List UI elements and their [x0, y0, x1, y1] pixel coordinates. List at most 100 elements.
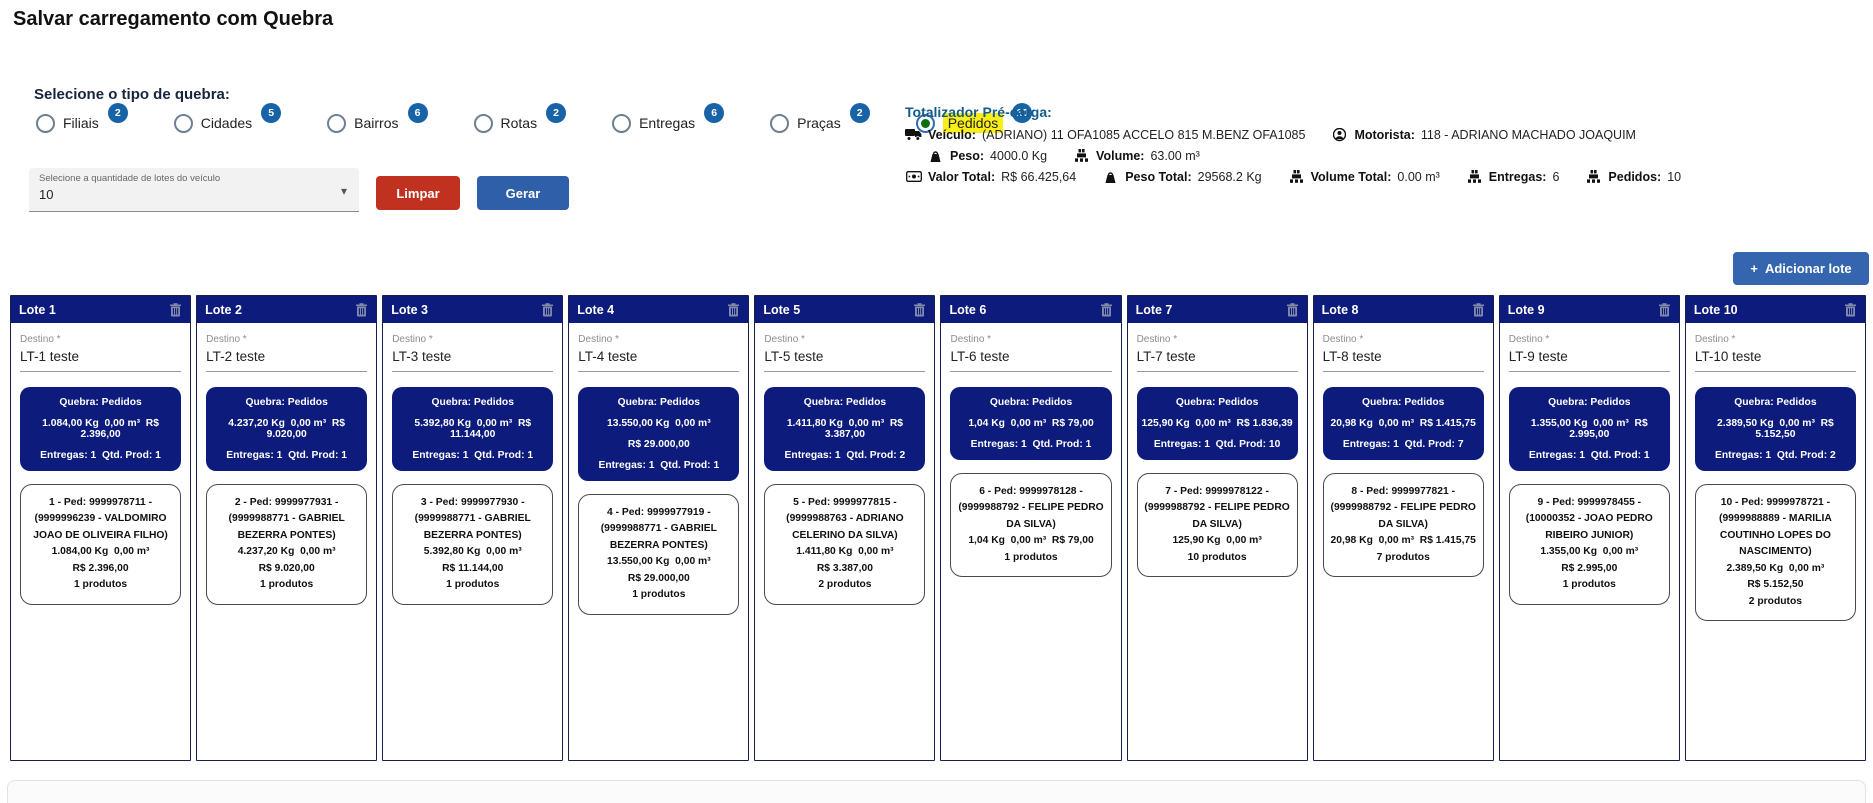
total-item-label: Volume Total:	[1310, 169, 1392, 184]
order-line: 1,04 Kg 0,00 m³ R$ 79,00	[968, 535, 1094, 547]
total-item-value: 63.00 m³	[1150, 148, 1200, 163]
quebra-radio-option[interactable]: Rotas 2	[473, 103, 567, 133]
destino-input[interactable]: LT-8 teste	[1322, 349, 1484, 372]
total-item-value: 4000.0 Kg	[990, 148, 1048, 163]
destino-input[interactable]: LT-7 teste	[1136, 349, 1298, 372]
radio-button[interactable]	[173, 113, 193, 133]
lot-summary-line: Entregas: 1 Qtd. Prod: 2	[784, 450, 906, 461]
quebra-radio-option[interactable]: Praças 2	[770, 103, 870, 133]
order-line: 1.355,00 Kg 0,00 m³	[1540, 546, 1639, 558]
lot-summary-line: Quebra: Pedidos	[617, 397, 701, 408]
radio-button[interactable]	[612, 113, 632, 133]
radio-label: Bairros	[354, 115, 399, 131]
trash-icon[interactable]	[1658, 302, 1671, 317]
lot-header: Lote 3	[383, 296, 563, 323]
total-item: Motorista: 118 - ADRIANO MACHADO JOAQUIM	[1331, 127, 1636, 142]
trash-icon[interactable]	[1100, 302, 1113, 317]
total-item: Volume Total: 0.00 m³	[1288, 169, 1440, 184]
limpar-button[interactable]: Limpar	[376, 176, 460, 210]
trash-icon[interactable]	[913, 302, 926, 317]
total-item-value: 0.00 m³	[1397, 169, 1440, 184]
radio-button[interactable]	[770, 113, 790, 133]
weight-icon	[927, 148, 944, 163]
count-badge: 6	[704, 103, 725, 123]
driver-icon	[1331, 127, 1348, 142]
order-card[interactable]: 6 - Ped: 9999978128 - (9999988792 - FELI…	[950, 473, 1112, 578]
trash-icon[interactable]	[1472, 302, 1485, 317]
order-card[interactable]: 1 - Ped: 9999978711 - (9999996239 - VALD…	[20, 484, 182, 605]
total-item-label: Valor Total:	[928, 169, 996, 184]
lot-summary-line: Quebra: Pedidos	[989, 397, 1073, 408]
lot-summary: Quebra: Pedidos 2.389,50 Kg 0,00 m³ R$ 5.…	[1694, 387, 1856, 471]
trash-icon[interactable]	[169, 302, 182, 317]
destino-input[interactable]: LT-1 teste	[20, 349, 182, 372]
quebra-radio-option[interactable]: Cidades 5	[173, 103, 282, 133]
lot-card: Lote 6 Destino * LT-6 teste Quebra: Pedi…	[940, 295, 1122, 761]
lot-header: Lote 4	[569, 296, 749, 323]
radio-button[interactable]	[327, 113, 347, 133]
lot-summary-line: 2.389,50 Kg 0,00 m³ R$ 5.152,50	[1717, 418, 1834, 440]
order-card[interactable]: 2 - Ped: 9999977931 - (9999988771 - GABR…	[206, 484, 368, 605]
lot-title: Lote 7	[1135, 302, 1173, 317]
order-card[interactable]: 5 - Ped: 9999977815 - (9999988763 - ADRI…	[764, 484, 926, 605]
order-card[interactable]: 9 - Ped: 9999978455 - (10000352 - JOAO P…	[1508, 484, 1670, 605]
order-line: 3 - Ped: 9999977930 - (9999988771 - GABR…	[414, 497, 531, 541]
destino-input[interactable]: LT-5 teste	[764, 349, 926, 372]
quebra-radio-option[interactable]: Bairros 6	[327, 103, 428, 133]
adicionar-lote-button[interactable]: + Adicionar lote	[1733, 252, 1869, 285]
lot-header: Lote 7	[1127, 296, 1307, 323]
trash-icon[interactable]	[1286, 302, 1299, 317]
order-line: 1 produtos	[1004, 551, 1058, 563]
gerar-button[interactable]: Gerar	[477, 176, 569, 210]
volume-icon	[1288, 169, 1305, 184]
trash-icon[interactable]	[1844, 302, 1857, 317]
destino-input[interactable]: LT-4 teste	[578, 349, 740, 372]
order-card[interactable]: 8 - Ped: 9999977821 - (9999988792 - FELI…	[1322, 473, 1484, 578]
order-line: 1 produtos	[73, 579, 128, 591]
destino-input[interactable]: LT-2 teste	[206, 349, 368, 372]
destino-input[interactable]: LT-6 teste	[950, 349, 1112, 372]
volume-icon	[1073, 148, 1090, 163]
weight-icon	[1102, 169, 1119, 184]
radio-label: Praças	[797, 115, 841, 131]
lot-quantity-select[interactable]: Selecione a quantidade de lotes do veícu…	[29, 168, 359, 212]
lot-card: Lote 4 Destino * LT-4 teste Quebra: Pedi…	[568, 295, 750, 761]
destino-field-label: Destino *	[764, 334, 805, 345]
quebra-radio-option[interactable]: Pedidos 10	[915, 103, 1033, 133]
trash-icon[interactable]	[541, 302, 554, 317]
lot-summary-line: Quebra: Pedidos	[1734, 397, 1817, 408]
quebra-radio-option[interactable]: Filiais 2	[36, 103, 128, 133]
lot-summary-line: Entregas: 1 Qtd. Prod: 1	[40, 450, 161, 461]
destino-input[interactable]: LT-9 teste	[1508, 349, 1670, 372]
total-item: Peso Total: 29568.2 Kg	[1102, 169, 1262, 184]
order-line: 2 produtos	[1748, 595, 1802, 607]
destino-input[interactable]: LT-3 teste	[392, 349, 554, 372]
destino-field-label: Destino *	[578, 334, 619, 345]
destino-input[interactable]: LT-10 teste	[1694, 349, 1856, 372]
lot-summary-line: Quebra: Pedidos	[1548, 397, 1631, 408]
order-card[interactable]: 7 - Ped: 9999978122 - (9999988792 - FELI…	[1136, 473, 1298, 578]
radio-button[interactable]	[915, 113, 935, 133]
radio-button[interactable]	[473, 113, 493, 133]
quebra-radio-option[interactable]: Entregas 6	[612, 103, 725, 133]
count-badge: 2	[546, 103, 567, 123]
order-line: 4.237,20 Kg 0,00 m³	[237, 546, 336, 558]
order-card[interactable]: 4 - Ped: 9999977919 - (9999988771 - GABR…	[578, 494, 740, 615]
radio-button[interactable]	[36, 113, 55, 133]
lot-summary-line: 1.084,00 Kg 0,00 m³ R$ 2.396,00	[42, 418, 159, 440]
order-card[interactable]: 3 - Ped: 9999977930 - (9999988771 - GABR…	[392, 484, 554, 605]
trash-icon[interactable]	[355, 302, 368, 317]
total-item: Veículo: (ADRIANO) 11 OFA1085 ACCELO 815…	[905, 127, 1305, 142]
lot-title: Lote 10	[1693, 302, 1738, 317]
order-card[interactable]: 10 - Ped: 9999978721 - (9999988889 - MAR…	[1694, 484, 1856, 622]
total-item-label: Peso Total:	[1125, 169, 1192, 184]
destino-field-label: Destino *	[950, 334, 992, 345]
trash-icon[interactable]	[727, 302, 740, 317]
